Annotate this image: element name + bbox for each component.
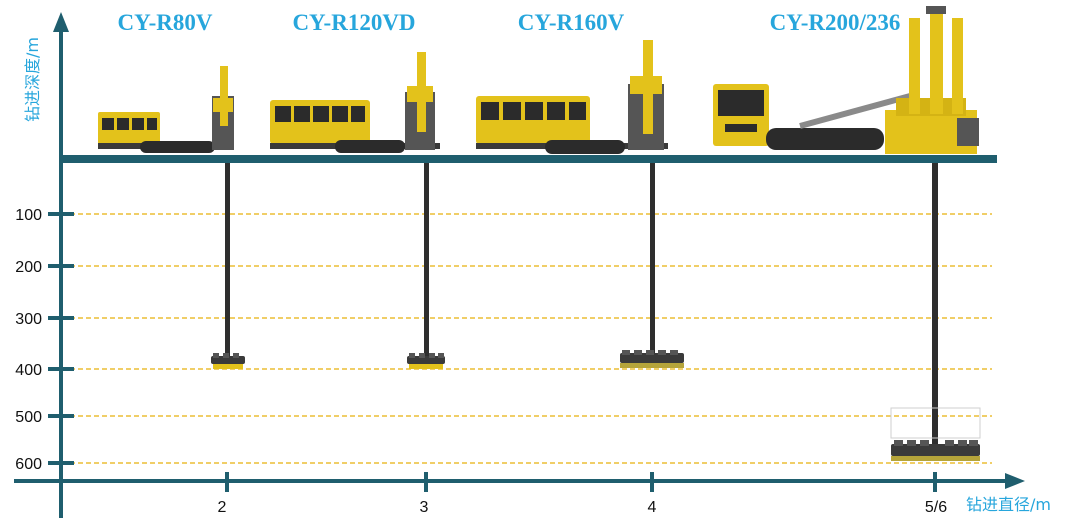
drill-rod-CY-R80V — [225, 160, 230, 358]
x-axis-label: 钻进直径/m — [966, 495, 1051, 514]
model-label-CY-R200-236: CY-R200/236 — [770, 10, 901, 35]
axes — [14, 12, 1025, 518]
drill-bit-CY-R200-236 — [890, 407, 981, 461]
y-tick-label: 600 — [15, 456, 42, 473]
x-tick-label: 4 — [648, 499, 657, 516]
drill-rod-CY-R120VD — [424, 160, 429, 358]
x-tick-labels: 2 3 4 5/6 — [218, 499, 948, 516]
drill-rod-CY-R200-236 — [932, 160, 938, 445]
x-tick-label: 2 — [218, 499, 227, 516]
rig-CY-R200-236 — [713, 6, 979, 154]
drill-heads — [211, 350, 981, 461]
drill-bit-CY-R160V — [620, 350, 684, 368]
y-tick-label: 200 — [15, 259, 42, 276]
x-tick-label: 3 — [420, 499, 429, 516]
drill-rod-CY-R160V — [650, 160, 655, 356]
y-tick-labels: 100 200 300 400 500 600 — [15, 207, 42, 473]
y-axis-arrow — [53, 12, 69, 32]
drill-rods — [225, 160, 938, 445]
rig-CY-R160V — [476, 40, 668, 154]
depth-gridlines — [70, 213, 992, 464]
model-label-CY-R120VD: CY-R120VD — [292, 10, 415, 35]
x-axis-arrow — [1005, 473, 1025, 489]
y-tick-label: 400 — [15, 362, 42, 379]
y-tick-label: 300 — [15, 311, 42, 328]
rig-CY-R80V — [98, 66, 234, 153]
y-tick-label: 100 — [15, 207, 42, 224]
y-tick-label: 500 — [15, 409, 42, 426]
model-label-CY-R80V: CY-R80V — [118, 10, 213, 35]
model-label-CY-R160V: CY-R160V — [518, 10, 625, 35]
x-tick-label: 5/6 — [925, 499, 947, 516]
drilling-rigs — [98, 6, 979, 154]
y-axis-label: 钻进深度/m — [23, 37, 42, 122]
drill-bit-CY-R120VD — [407, 353, 445, 369]
model-labels: CY-R80V CY-R120VD CY-R160V CY-R200/236 — [118, 10, 901, 35]
ground-line — [60, 155, 997, 163]
drill-bit-CY-R80V — [211, 353, 245, 369]
rig-CY-R120VD — [270, 52, 440, 153]
